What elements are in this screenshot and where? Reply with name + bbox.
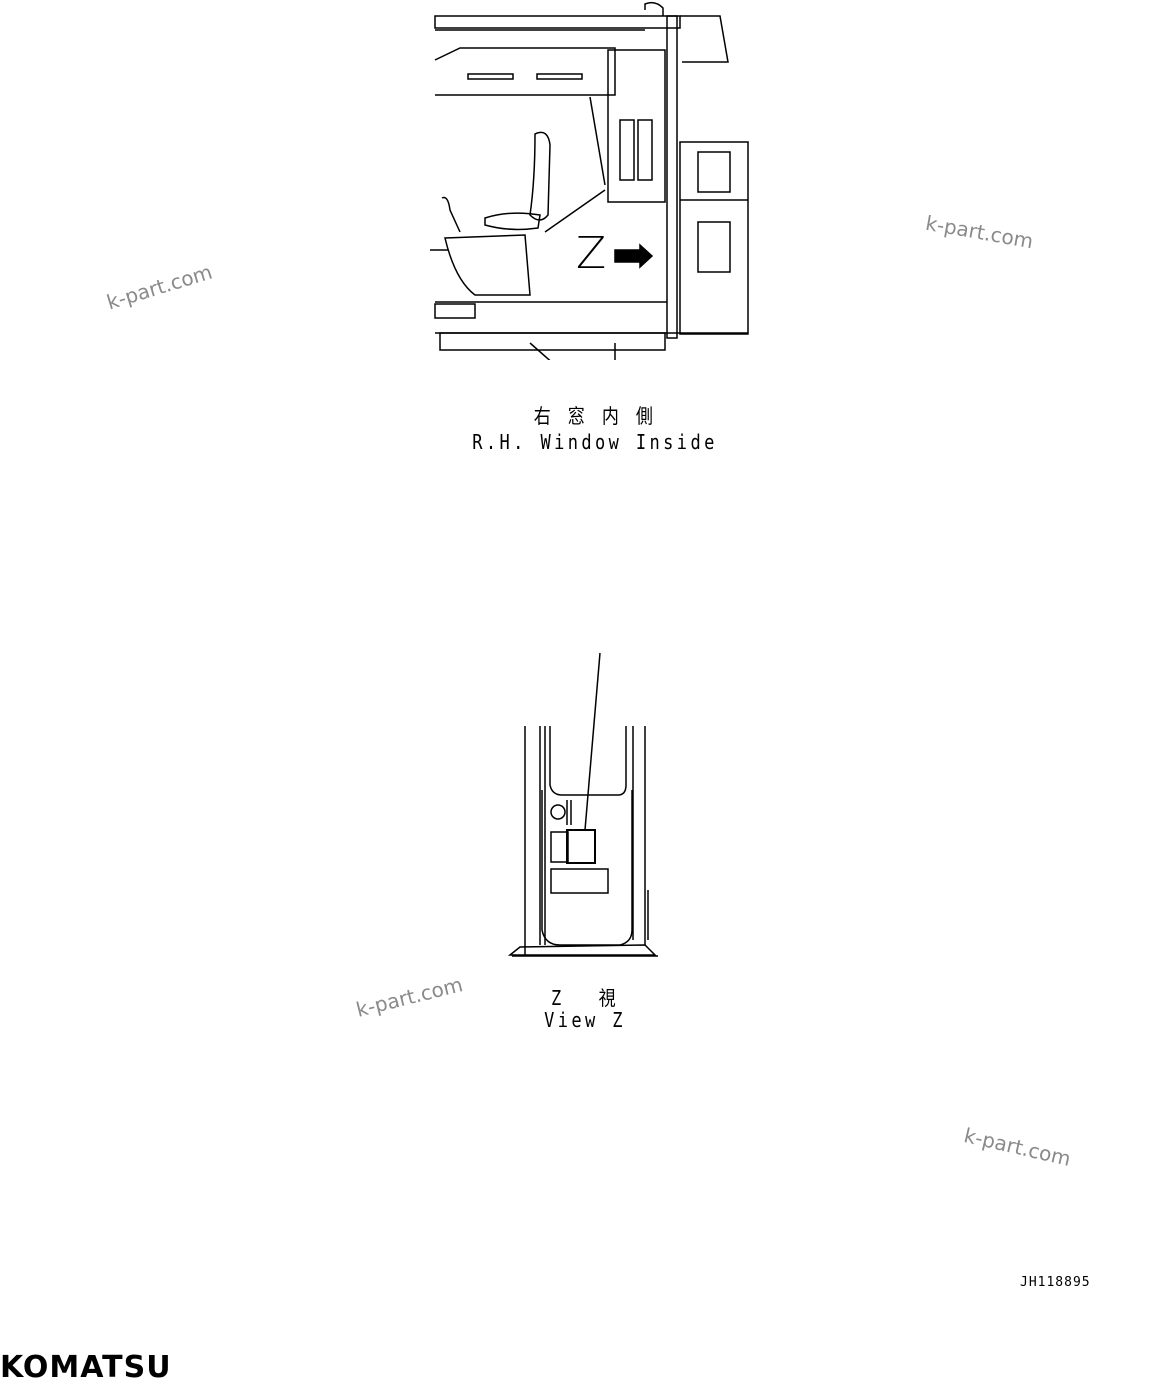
watermark: k-part.com: [961, 1123, 1074, 1171]
watermark: k-part.com: [353, 972, 466, 1022]
top-caption-jp: 右 窓 内 側: [533, 404, 657, 428]
watermark: k-part.com: [923, 210, 1036, 254]
komatsu-logo: KOMATSU: [0, 1350, 172, 1385]
bottom-caption-en: View Z: [544, 1008, 626, 1032]
bottom-caption-jp: Z 視: [550, 986, 620, 1010]
drawing-number: JH118895: [1020, 1275, 1091, 1290]
view-z-drawing: [507, 652, 658, 957]
cab-interior-drawing: [430, 1, 749, 360]
view-z-marker: Z: [576, 228, 607, 279]
watermark: k-part.com: [103, 259, 216, 315]
top-caption-en: R.H. Window Inside: [472, 430, 718, 454]
